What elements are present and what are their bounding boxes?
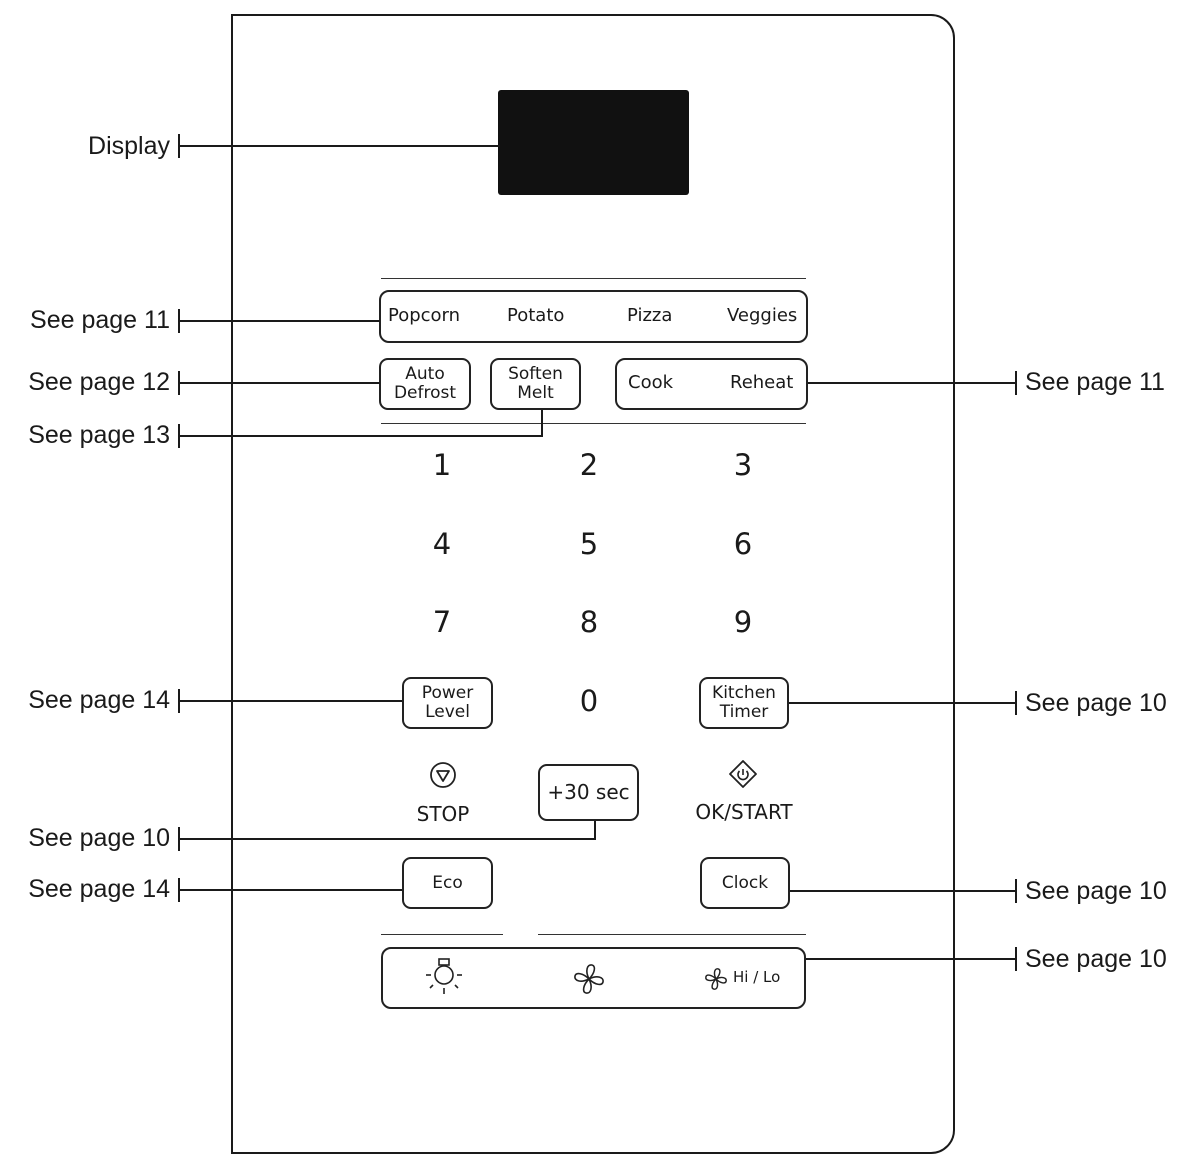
power-level-label-1: Power <box>421 683 474 703</box>
callout-line <box>179 838 596 840</box>
start-diamond-icon[interactable] <box>727 758 759 790</box>
auto-defrost-label-2: Defrost <box>393 383 457 403</box>
popcorn-button[interactable]: Popcorn <box>388 305 461 326</box>
callout-kitchen-timer: See page 10 <box>1025 689 1167 717</box>
cook-reheat-group <box>615 358 808 410</box>
callout-cook-reheat: See page 11 <box>1025 368 1165 396</box>
power-level-label-2: Level <box>425 702 470 722</box>
clock-button[interactable]: Clock <box>700 857 790 909</box>
callout-soften-melt: See page 13 <box>28 421 170 449</box>
callout-line <box>179 320 380 322</box>
potato-button[interactable]: Potato <box>507 305 565 326</box>
soften-melt-label-1: Soften <box>508 364 563 384</box>
divider-bottom-left <box>381 934 503 935</box>
number-key-3[interactable]: 3 <box>733 448 753 482</box>
number-key-2[interactable]: 2 <box>579 448 599 482</box>
light-bulb-icon[interactable] <box>424 955 464 999</box>
callout-tick <box>1015 879 1017 903</box>
callout-tick <box>1015 371 1017 395</box>
number-key-9[interactable]: 9 <box>733 605 753 639</box>
number-key-4[interactable]: 4 <box>432 527 452 561</box>
auto-defrost-label-1: Auto <box>405 364 445 384</box>
number-key-0[interactable]: 0 <box>579 684 599 718</box>
number-key-1[interactable]: 1 <box>432 448 452 482</box>
callout-bottom-row: See page 10 <box>1025 945 1167 973</box>
callout-plus-30-sec: See page 10 <box>28 824 170 852</box>
number-key-6[interactable]: 6 <box>733 527 753 561</box>
callout-eco: See page 14 <box>28 875 170 903</box>
stop-triangle-icon[interactable] <box>428 760 458 790</box>
veggies-button[interactable]: Veggies <box>727 305 798 326</box>
fan-icon[interactable] <box>571 961 607 997</box>
fan-hilo-button[interactable]: Hi / Lo <box>733 968 781 986</box>
callout-line <box>789 702 1016 704</box>
callout-line <box>808 382 1016 384</box>
kitchen-timer-label-2: Timer <box>719 702 769 722</box>
callout-line <box>179 700 402 702</box>
eco-button[interactable]: Eco <box>402 857 493 909</box>
callout-clock: See page 10 <box>1025 877 1167 905</box>
callout-line <box>806 958 1016 960</box>
callout-line <box>790 890 1016 892</box>
plus-30-sec-button[interactable]: +30 sec <box>538 764 639 821</box>
kitchen-timer-label-1: Kitchen <box>712 683 776 703</box>
cook-button[interactable]: Cook <box>628 372 674 393</box>
ok-start-button[interactable]: OK/START <box>695 800 793 824</box>
callout-tick <box>1015 947 1017 971</box>
callout-line <box>179 145 500 147</box>
callout-line <box>179 889 402 891</box>
divider-middle <box>381 423 806 424</box>
number-key-5[interactable]: 5 <box>579 527 599 561</box>
divider-bottom-right <box>538 934 806 935</box>
fan-hilo-icon <box>705 968 727 990</box>
callout-line <box>179 435 543 437</box>
callout-display: Display <box>88 132 170 160</box>
number-key-8[interactable]: 8 <box>579 605 599 639</box>
number-key-7[interactable]: 7 <box>432 605 452 639</box>
callout-power-level: See page 14 <box>28 686 170 714</box>
reheat-button[interactable]: Reheat <box>730 372 794 393</box>
preset-button-group <box>379 290 808 343</box>
callout-line <box>179 382 380 384</box>
callout-line <box>594 821 596 839</box>
stop-button[interactable]: STOP <box>416 802 470 826</box>
callout-presets: See page 11 <box>30 306 170 334</box>
pizza-button[interactable]: Pizza <box>627 305 673 326</box>
callout-line <box>541 410 543 436</box>
divider-top <box>381 278 806 279</box>
callout-tick <box>1015 691 1017 715</box>
soften-melt-label-2: Melt <box>517 383 554 403</box>
callout-auto-defrost: See page 12 <box>28 368 170 396</box>
display-screen <box>498 90 689 195</box>
